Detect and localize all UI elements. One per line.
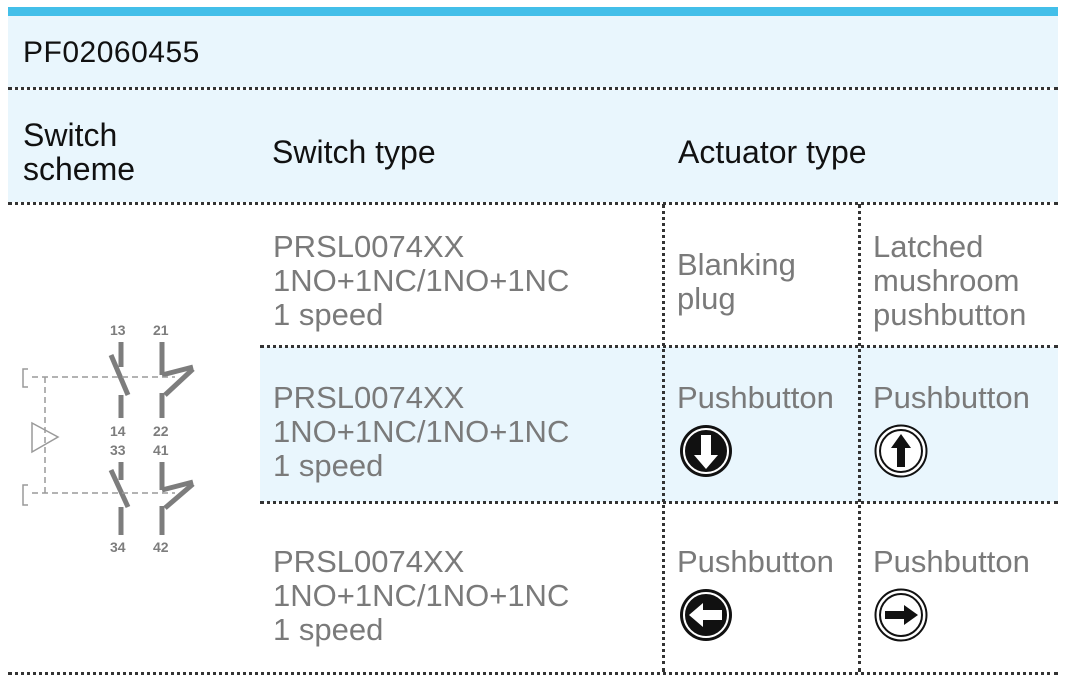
actuator-label: Pushbutton xyxy=(677,380,834,415)
actuator-label: Pushbutton xyxy=(873,544,1030,579)
actuator-label: Latched xyxy=(873,229,984,264)
column-divider xyxy=(858,204,861,672)
switch-type-cell: PRSL0074XX 1NO+1NC/1NO+1NC 1 speed xyxy=(273,230,569,332)
accent-bar xyxy=(8,7,1058,16)
speed: 1 speed xyxy=(273,448,384,483)
switch-type-cell: PRSL0074XX 1NO+1NC/1NO+1NC 1 speed xyxy=(273,545,569,647)
actuator-cell: Latched mushroom pushbutton xyxy=(873,230,1026,332)
actuator-label: mushroom xyxy=(873,263,1020,298)
part-number-row: PF02060455 xyxy=(8,16,1058,88)
switch-scheme-diagram: 13 21 14 22 33 41 34 42 xyxy=(22,322,195,555)
row-divider xyxy=(260,345,1058,348)
terminal-label: 33 xyxy=(110,442,126,458)
header-switch-scheme: Switch scheme xyxy=(23,118,135,186)
terminal-label: 22 xyxy=(153,423,169,439)
header-switch-scheme-line2: scheme xyxy=(23,151,136,187)
part-number: PF02060455 xyxy=(23,36,200,69)
divider xyxy=(8,202,1058,205)
divider xyxy=(8,87,1058,90)
switch-model: PRSL0074XX xyxy=(273,380,465,415)
actuator-label: Blanking xyxy=(677,247,796,282)
actuator-cell: Pushbutton xyxy=(873,545,1030,579)
speed: 1 speed xyxy=(273,612,384,647)
header-switch-type: Switch type xyxy=(272,134,436,170)
actuator-label: Pushbutton xyxy=(677,544,834,579)
terminal-label: 14 xyxy=(110,423,126,439)
switch-model: PRSL0074XX xyxy=(273,229,465,264)
actuator-label: Pushbutton xyxy=(873,380,1030,415)
contact-config: 1NO+1NC/1NO+1NC xyxy=(273,578,570,613)
arrow-right-outline-icon xyxy=(874,588,928,642)
header-switch-scheme-line1: Switch xyxy=(23,117,118,153)
header-actuator-type: Actuator type xyxy=(678,134,867,170)
contact-config: 1NO+1NC/1NO+1NC xyxy=(273,263,570,298)
terminal-label: 13 xyxy=(110,322,126,338)
arrow-down-filled-icon xyxy=(680,425,732,477)
arrow-left-filled-icon xyxy=(680,589,732,641)
contact-config: 1NO+1NC/1NO+1NC xyxy=(273,414,570,449)
row-band xyxy=(260,347,1058,502)
table-bottom-border xyxy=(8,672,1058,675)
actuator-cell: Pushbutton xyxy=(873,381,1030,415)
actuator-cell: Blanking plug xyxy=(677,248,796,316)
arrow-up-outline-icon xyxy=(874,424,928,478)
table-header: Switch scheme Switch type Actuator type xyxy=(8,90,1058,202)
column-divider xyxy=(662,204,665,672)
terminal-label: 41 xyxy=(153,442,169,458)
actuator-label: pushbutton xyxy=(873,297,1027,332)
terminal-label: 34 xyxy=(110,539,126,555)
switch-type-cell: PRSL0074XX 1NO+1NC/1NO+1NC 1 speed xyxy=(273,381,569,483)
switch-model: PRSL0074XX xyxy=(273,544,465,579)
terminal-label: 21 xyxy=(153,322,169,338)
terminal-label: 42 xyxy=(153,539,169,555)
speed: 1 speed xyxy=(273,297,384,332)
actuator-cell: Pushbutton xyxy=(677,545,834,579)
actuator-label: plug xyxy=(677,281,736,316)
actuator-cell: Pushbutton xyxy=(677,381,834,415)
row-divider xyxy=(260,501,1058,504)
